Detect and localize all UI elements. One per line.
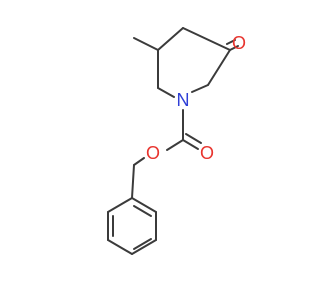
bond-ketone-2 <box>226 39 236 45</box>
atom-labels: O N O O <box>146 33 246 163</box>
bond-carbamate-co-2 <box>185 133 202 144</box>
bond-ketone-1 <box>229 45 239 51</box>
bond-ph-inner-3 <box>133 205 152 217</box>
bond-n-c6 <box>191 84 209 93</box>
bond-ph-1 <box>107 197 133 213</box>
bond-c4-c3 <box>157 27 184 51</box>
ketone-double-bond <box>226 39 239 51</box>
bond-ph-4 <box>131 239 157 255</box>
carbamate-oxygen-label: O <box>200 143 214 163</box>
bond-ch2-phenyl <box>131 164 135 199</box>
ketone-oxygen-label: O <box>232 33 246 53</box>
carbamate-double-bond <box>182 133 202 150</box>
bond-carbamate-co-1 <box>182 139 199 150</box>
bond-ph-3 <box>107 239 133 255</box>
bond-c6-c5 <box>207 49 231 86</box>
molecule-diagram: O N O O <box>107 27 246 255</box>
bond-methyl <box>133 37 159 51</box>
benzene-ring <box>107 197 157 255</box>
bond-o-ch2 <box>133 157 145 166</box>
bond-c2-n <box>157 87 175 98</box>
ester-oxygen-label: O <box>146 143 160 163</box>
bond-c5-c4 <box>182 27 231 51</box>
bond-ph-inner-2 <box>133 238 152 250</box>
nitrogen-label: N <box>177 90 190 110</box>
piperidinone-ring <box>157 27 231 98</box>
bond-carbamate-o <box>166 139 184 151</box>
bond-ph-6 <box>131 197 157 213</box>
